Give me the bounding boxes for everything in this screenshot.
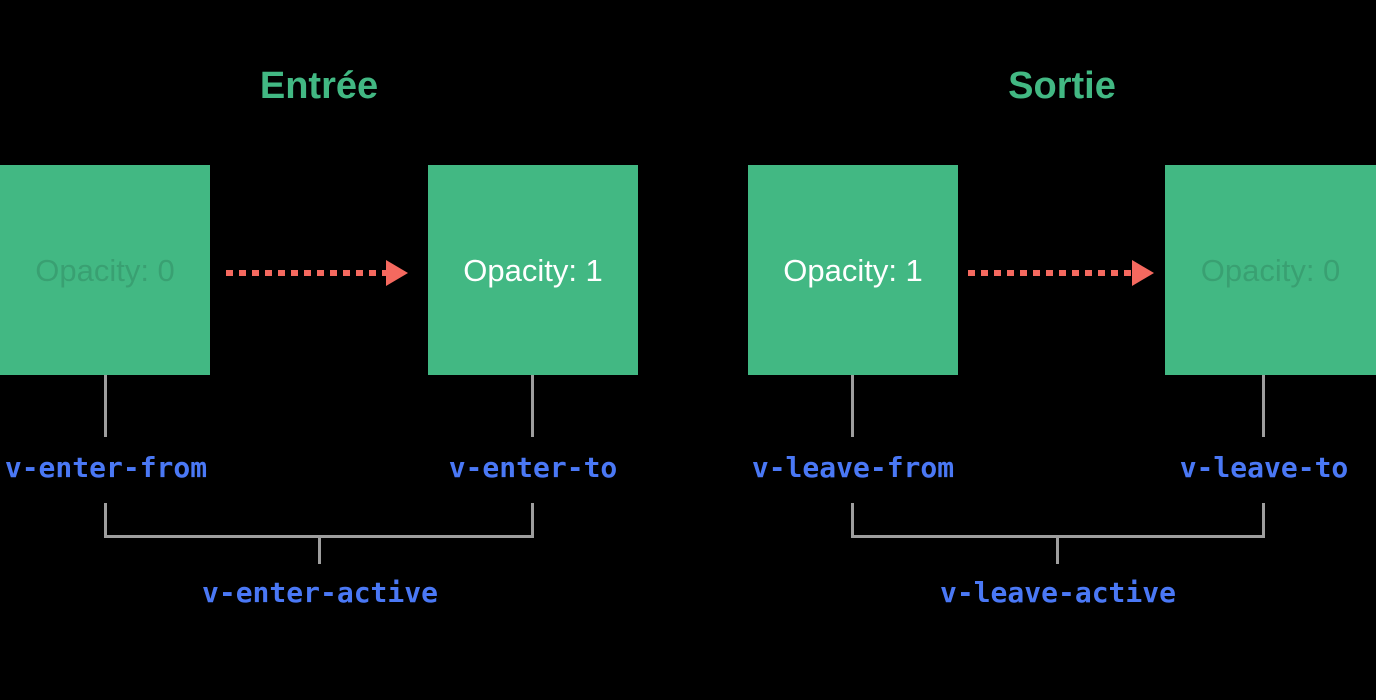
enter-from-box-label: Opacity: 0 <box>35 252 175 288</box>
leave-to-connector-line <box>1262 375 1265 437</box>
enter-dashed-arrow-icon <box>226 270 387 276</box>
leave-from-box-label: Opacity: 1 <box>783 252 923 288</box>
leave-active-class-label: v-leave-active <box>939 576 1176 609</box>
enter-from-connector-line <box>104 375 107 437</box>
leave-to-box-label: Opacity: 0 <box>1200 252 1341 288</box>
leave-to-class-label: v-leave-to <box>1179 451 1349 484</box>
enter-to-connector-line <box>531 375 534 437</box>
enter-to-box: Opacity: 1 <box>428 165 638 375</box>
leave-dashed-arrow-icon <box>968 270 1133 276</box>
enter-from-box: Opacity: 0 <box>0 165 210 375</box>
enter-active-class-label: v-enter-active <box>201 576 438 609</box>
enter-to-box-label: Opacity: 1 <box>463 252 603 288</box>
enter-active-bracket-stem <box>318 538 321 564</box>
enter-section-title: Entrée <box>259 65 379 107</box>
leave-section-title: Sortie <box>1008 65 1116 107</box>
leave-arrowhead-icon <box>1132 260 1154 286</box>
enter-active-bracket <box>104 503 534 538</box>
enter-to-class-label: v-enter-to <box>448 451 618 484</box>
leave-from-connector-line <box>851 375 854 437</box>
leave-active-bracket-stem <box>1056 538 1059 564</box>
enter-arrowhead-icon <box>386 260 408 286</box>
leave-from-class-label: v-leave-from <box>751 451 955 484</box>
leave-active-bracket <box>851 503 1265 538</box>
leave-from-box: Opacity: 1 <box>748 165 958 375</box>
enter-from-class-label: v-enter-from <box>4 451 208 484</box>
leave-to-box: Opacity: 0 <box>1165 165 1376 375</box>
